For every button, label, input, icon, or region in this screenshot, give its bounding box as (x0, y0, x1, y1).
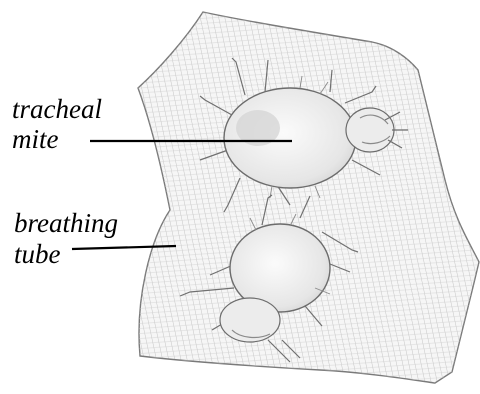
breathing-tube-tissue (138, 12, 479, 383)
label-tracheal-text: tracheal (12, 94, 102, 124)
label-tube-text: tube (14, 239, 61, 269)
label-mite-text: mite (12, 124, 59, 154)
label-breathing-text: breathing (14, 208, 118, 238)
